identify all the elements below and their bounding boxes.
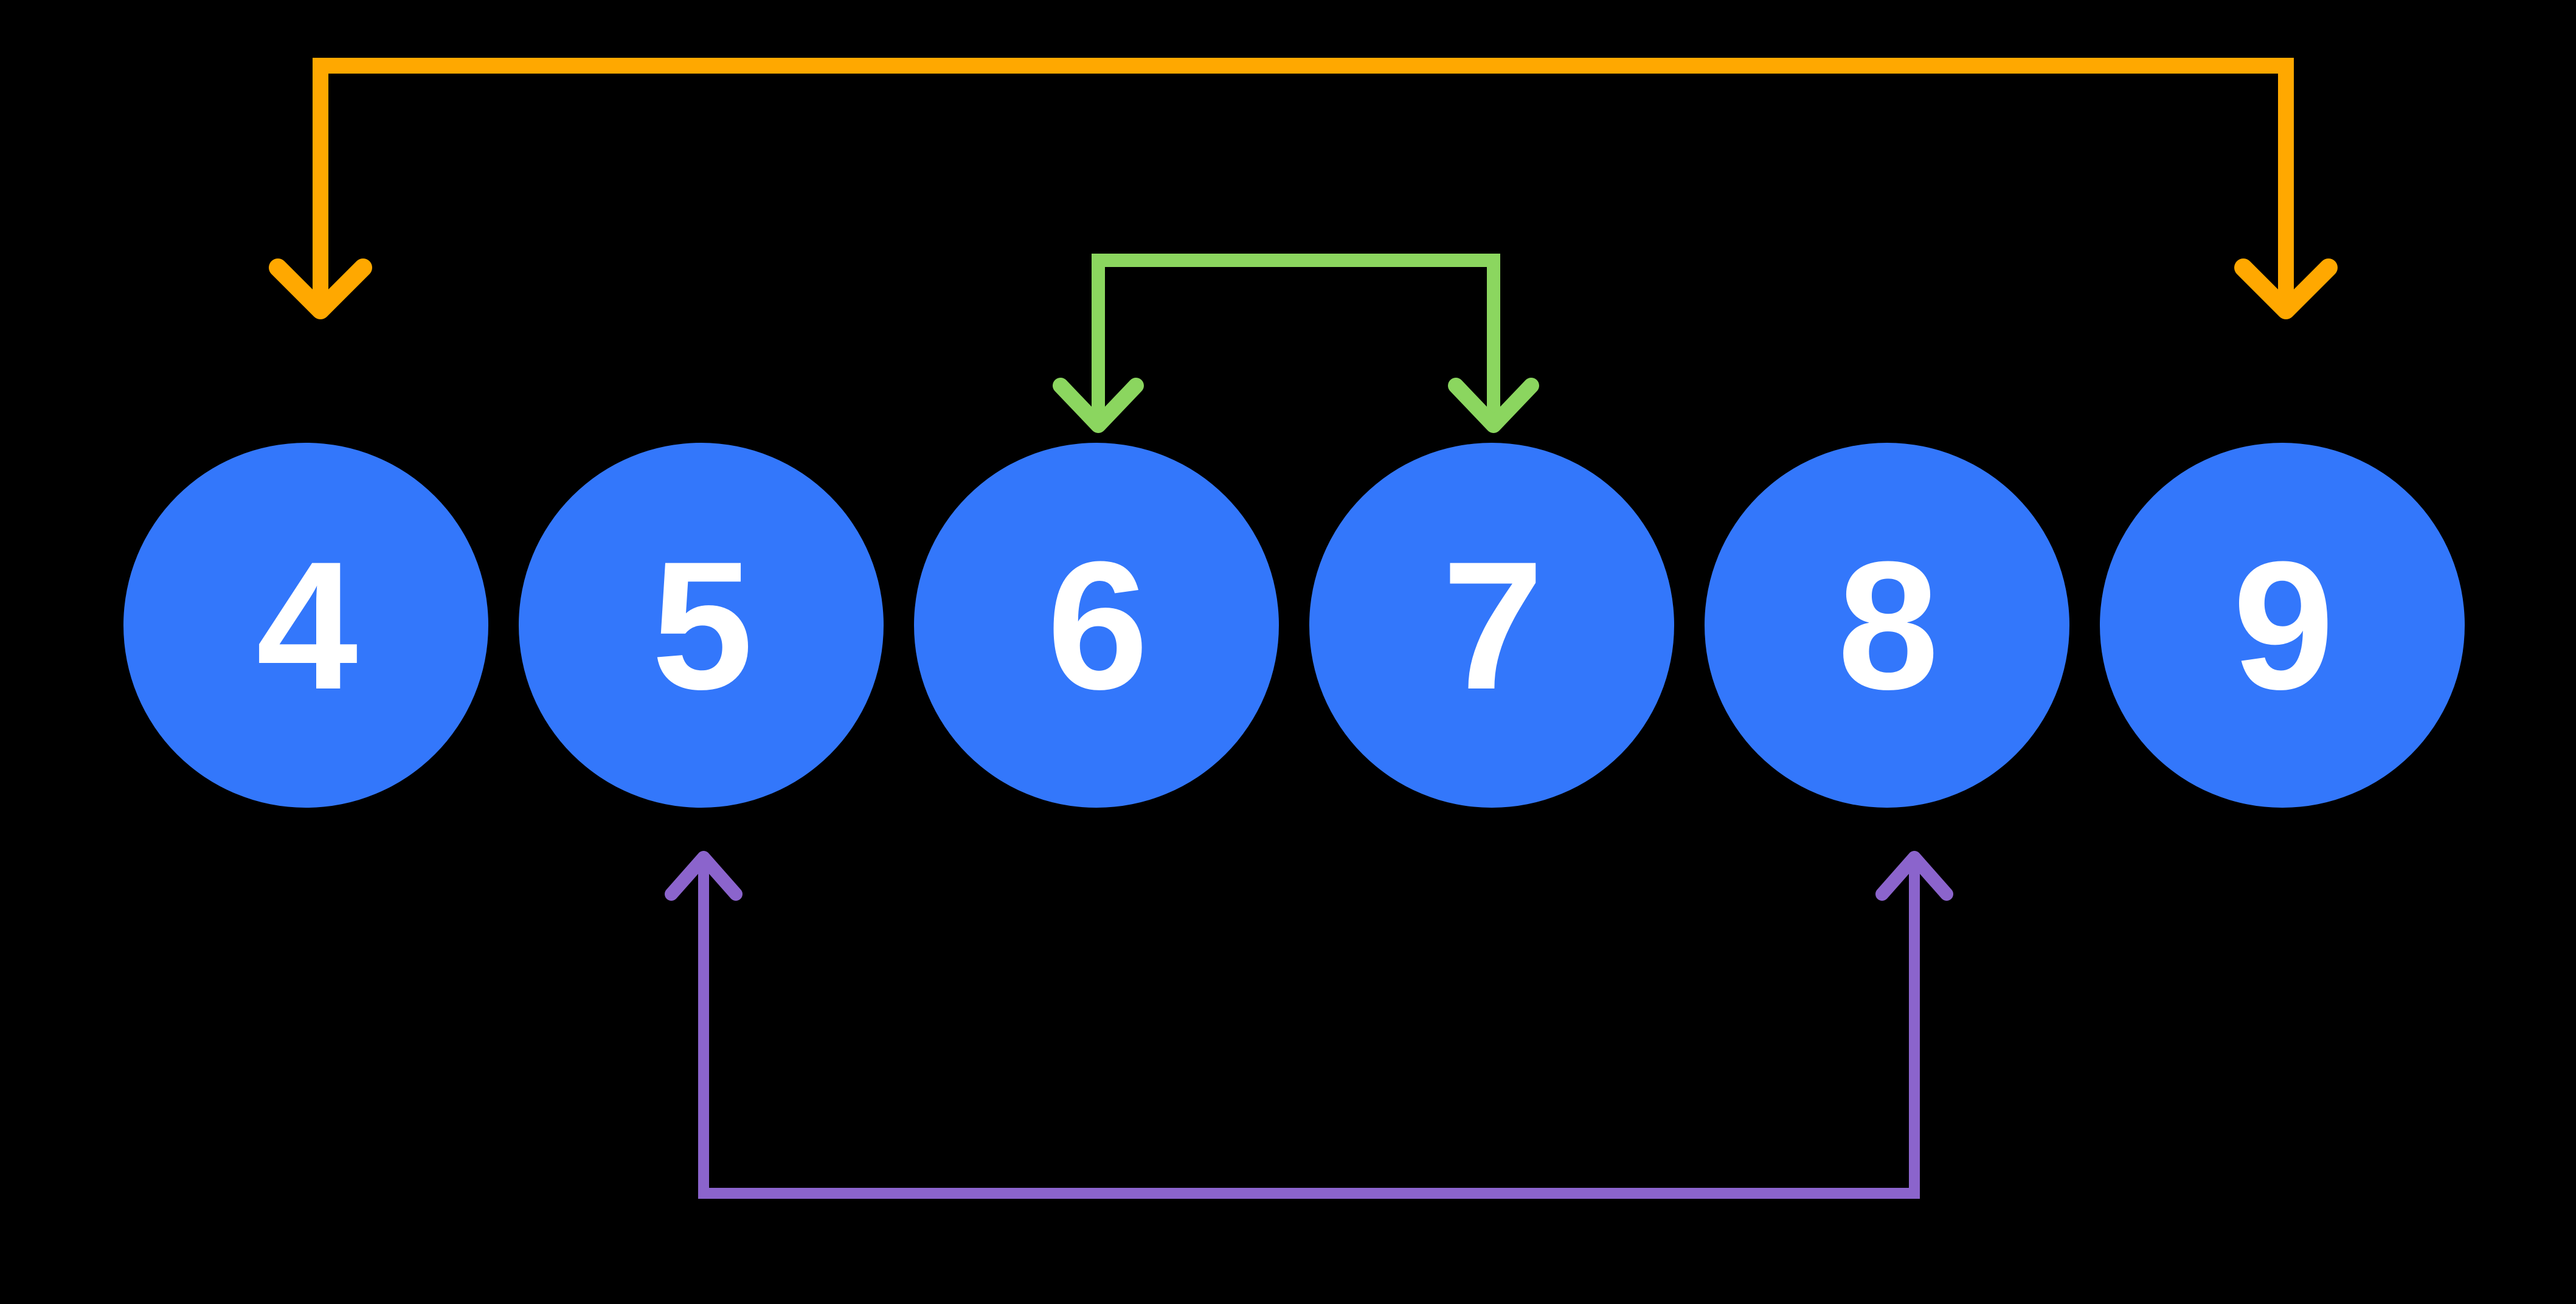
green-bracket-path	[1092, 254, 1500, 423]
green-arrowhead-left-icon	[1053, 378, 1144, 433]
node-circle-7[interactable]: 7	[1309, 443, 1674, 808]
green-arrowhead-right-icon	[1448, 378, 1539, 433]
node-circle-4[interactable]: 4	[123, 443, 488, 808]
purple-arrowhead-left-icon	[665, 851, 743, 901]
orange-bracket-path	[313, 58, 2294, 307]
node-label: 6	[1047, 523, 1149, 727]
node-circle-8[interactable]: 8	[1705, 443, 2069, 808]
node-circle-5[interactable]: 5	[519, 443, 884, 808]
orange-bracket-down-connector	[269, 58, 2338, 319]
node-row: 4 5 6 7 8 9	[123, 443, 2465, 808]
node-label: 8	[1837, 523, 1939, 727]
node-circle-9[interactable]: 9	[2100, 443, 2465, 808]
node-label: 7	[1442, 523, 1544, 727]
orange-arrowhead-left-icon	[269, 258, 372, 319]
purple-arrowhead-right-icon	[1875, 851, 1953, 901]
node-label: 5	[651, 523, 753, 727]
node-label: 4	[256, 523, 358, 727]
node-circle-6[interactable]: 6	[914, 443, 1279, 808]
orange-arrowhead-right-icon	[2234, 258, 2338, 319]
purple-bracket-path	[698, 861, 1920, 1199]
node-label: 9	[2232, 523, 2335, 727]
purple-bracket-up-connector	[665, 851, 1953, 1199]
green-bracket-down-connector	[1053, 254, 1539, 433]
